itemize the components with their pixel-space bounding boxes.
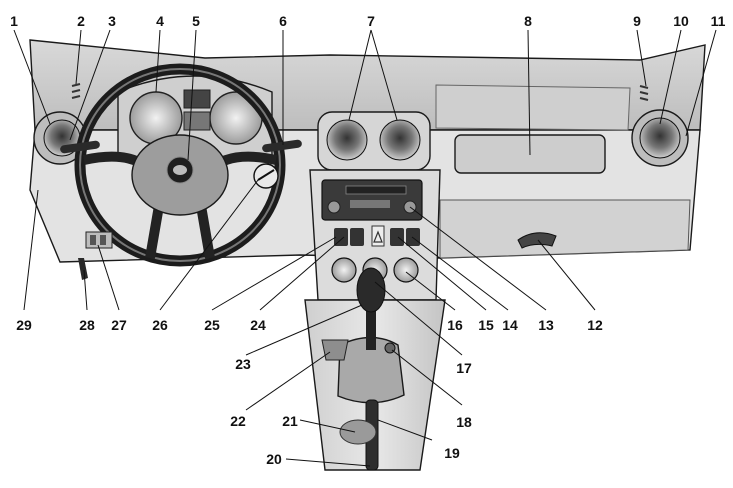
center-vent-left bbox=[326, 119, 368, 161]
callout-6: 6 bbox=[279, 13, 287, 29]
callout-25: 25 bbox=[204, 317, 220, 333]
callout-24: 24 bbox=[250, 317, 266, 333]
switch-left-1 bbox=[334, 228, 348, 246]
storage-tray bbox=[321, 339, 349, 361]
callout-10: 10 bbox=[673, 13, 689, 29]
callout-20: 20 bbox=[266, 451, 282, 467]
callout-19: 19 bbox=[444, 445, 460, 461]
left-defrost-grille bbox=[71, 83, 81, 99]
cup-holder bbox=[339, 419, 377, 445]
callout-23: 23 bbox=[235, 356, 251, 372]
passenger-side-panel bbox=[439, 199, 691, 259]
glovebox-handle bbox=[517, 232, 557, 249]
switch-right-1 bbox=[390, 228, 404, 246]
callout-18: 18 bbox=[456, 414, 472, 430]
callout-29: 29 bbox=[16, 317, 32, 333]
left-stalk bbox=[60, 140, 100, 154]
callout-7: 7 bbox=[367, 13, 375, 29]
hazard-switch bbox=[371, 225, 385, 247]
leader-lines bbox=[13, 29, 717, 467]
callout-16: 16 bbox=[447, 317, 463, 333]
callout-13: 13 bbox=[538, 317, 554, 333]
cluster-display bbox=[183, 89, 211, 109]
switch-right-2 bbox=[406, 228, 420, 246]
hood-release-lever bbox=[78, 258, 88, 280]
callout-27: 27 bbox=[111, 317, 127, 333]
gear-lever-boot bbox=[337, 336, 405, 404]
gear-lever-shaft bbox=[366, 300, 376, 350]
callout-8: 8 bbox=[524, 13, 532, 29]
left-switch-panel bbox=[85, 231, 113, 249]
climate-knob-left bbox=[331, 257, 357, 283]
callout-21: 21 bbox=[282, 413, 298, 429]
callout-4: 4 bbox=[156, 13, 164, 29]
callout-12: 12 bbox=[587, 317, 603, 333]
callout-28: 28 bbox=[79, 317, 95, 333]
callout-9: 9 bbox=[633, 13, 641, 29]
callout-26: 26 bbox=[152, 317, 168, 333]
callout-22: 22 bbox=[230, 413, 246, 429]
right-side-vent bbox=[639, 117, 681, 159]
callout-15: 15 bbox=[478, 317, 494, 333]
callout-1: 1 bbox=[10, 13, 18, 29]
center-vent-right bbox=[379, 119, 421, 161]
callout-14: 14 bbox=[502, 317, 518, 333]
callout-17: 17 bbox=[456, 360, 472, 376]
climate-knob-right bbox=[393, 257, 419, 283]
right-defrost-grille bbox=[639, 85, 649, 101]
callout-5: 5 bbox=[192, 13, 200, 29]
right-stalk bbox=[262, 139, 302, 153]
callout-2: 2 bbox=[77, 13, 85, 29]
switch-left-2 bbox=[350, 228, 364, 246]
callout-11: 11 bbox=[710, 13, 726, 29]
callout-3: 3 bbox=[108, 13, 116, 29]
